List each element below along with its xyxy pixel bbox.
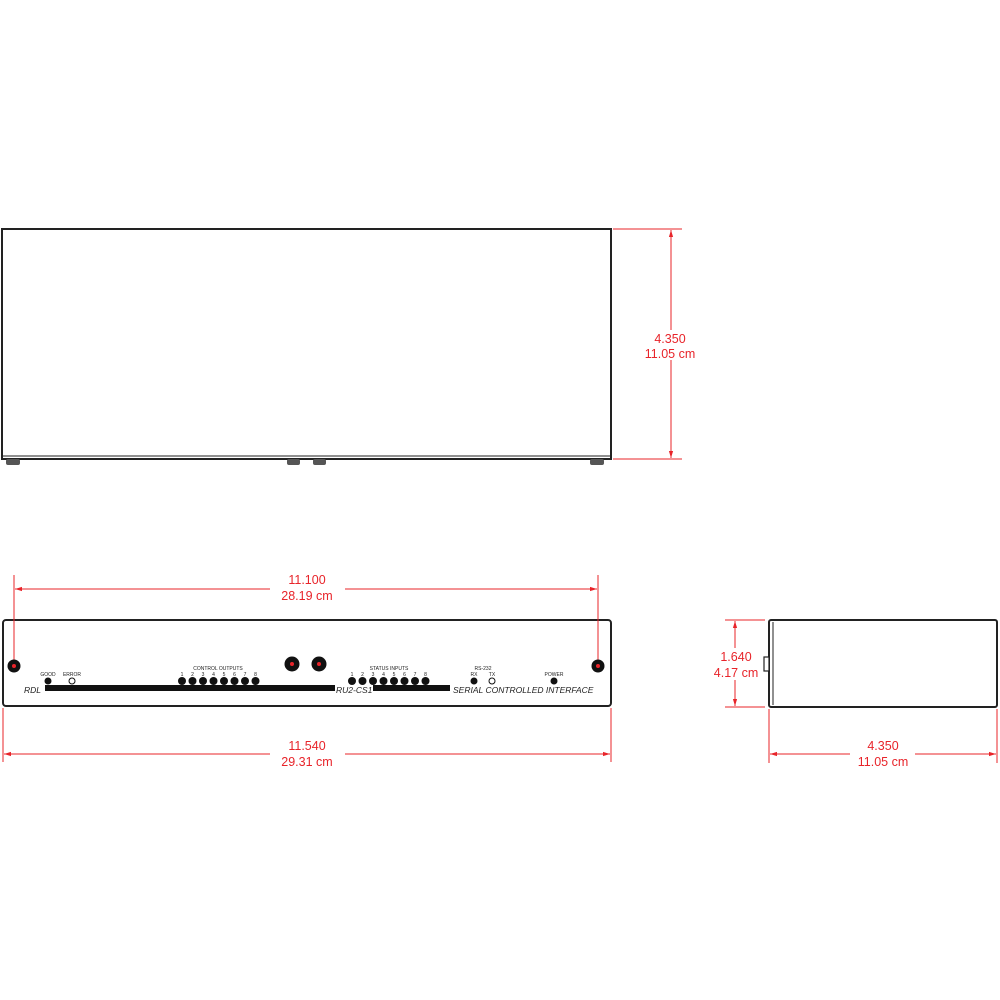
front-view: 11.100 28.19 cm 11.540 29.31 cm RDL RU2-…: [2, 573, 612, 769]
status-input-led: [390, 677, 398, 685]
control-output-led: [220, 677, 228, 685]
control-output-number: 6: [233, 672, 236, 678]
status-input-number: 5: [393, 672, 396, 678]
side-height-cm: 4.17 cm: [714, 666, 758, 680]
power-led: [550, 677, 558, 685]
feet: [6, 459, 604, 465]
error-led: [68, 677, 76, 685]
top-height-cm: 11.05 cm: [645, 347, 696, 361]
status-input-led: [421, 677, 430, 685]
side-depth-cm: 11.05 cm: [858, 755, 909, 769]
brand-label: RDL: [24, 685, 41, 695]
control-output-led: [209, 677, 218, 685]
status-inputs-label: STATUS INPUTS: [370, 666, 409, 672]
rack-screws: [7, 656, 605, 673]
control-output-number: 2: [191, 672, 194, 678]
top-view-outline: [1, 228, 612, 460]
rx-led: [470, 677, 478, 685]
overall-width-cm: 29.31 cm: [281, 755, 332, 769]
power-label: POWER: [545, 672, 564, 678]
top-height-in: 4.350: [654, 332, 685, 346]
status-input-number: 6: [403, 672, 406, 678]
connector: [763, 656, 770, 672]
status-input-number: 2: [361, 672, 364, 678]
status-input-led: [411, 677, 419, 685]
status-input-number: 7: [414, 672, 417, 678]
control-output-led: [178, 677, 186, 685]
status-input-number: 4: [382, 672, 385, 678]
control-output-number: 8: [254, 672, 257, 678]
control-output-led: [230, 677, 239, 685]
tx-label: TX: [489, 672, 496, 678]
inner-width-cm: 28.19 cm: [281, 589, 332, 603]
control-output-number: 7: [244, 672, 247, 678]
description-label: SERIAL CONTROLLED INTERFACE: [453, 685, 594, 695]
control-output-led: [251, 677, 260, 685]
control-outputs-label: CONTROL OUTPUTS: [193, 666, 243, 672]
status-input-number: 8: [424, 672, 427, 678]
good-label: GOOD: [40, 672, 56, 678]
status-input-led: [369, 677, 377, 685]
side-depth-in: 4.350: [867, 739, 898, 753]
side-height-in: 1.640: [720, 650, 751, 664]
front-panel: [2, 619, 612, 707]
status-input-led: [400, 677, 409, 685]
good-led: [44, 677, 52, 685]
control-output-number: 1: [181, 672, 184, 678]
inner-width-in: 11.100: [288, 573, 325, 587]
side-view: 1.640 4.17 cm 4.350 11.05 cm: [714, 619, 998, 769]
control-output-led: [241, 677, 249, 685]
control-output-led: [199, 677, 207, 685]
status-input-led: [358, 677, 367, 685]
status-input-number: 3: [372, 672, 375, 678]
overall-width-in: 11.540: [288, 739, 325, 753]
control-output-number: 4: [212, 672, 215, 678]
rx-label: RX: [471, 672, 479, 678]
status-input-led: [379, 677, 388, 685]
error-label: ERROR: [63, 672, 81, 678]
control-output-number: 3: [202, 672, 205, 678]
top-view: 4.350 11.05 cm: [1, 228, 696, 465]
tx-led: [488, 677, 496, 685]
side-view-outline: [768, 619, 998, 708]
status-input-led: [348, 677, 356, 685]
control-output-led: [188, 677, 197, 685]
model-label: RU2-CS1: [336, 685, 373, 695]
rs232-label: RS-232: [475, 666, 492, 672]
control-output-number: 5: [223, 672, 226, 678]
status-input-number: 1: [351, 672, 354, 678]
